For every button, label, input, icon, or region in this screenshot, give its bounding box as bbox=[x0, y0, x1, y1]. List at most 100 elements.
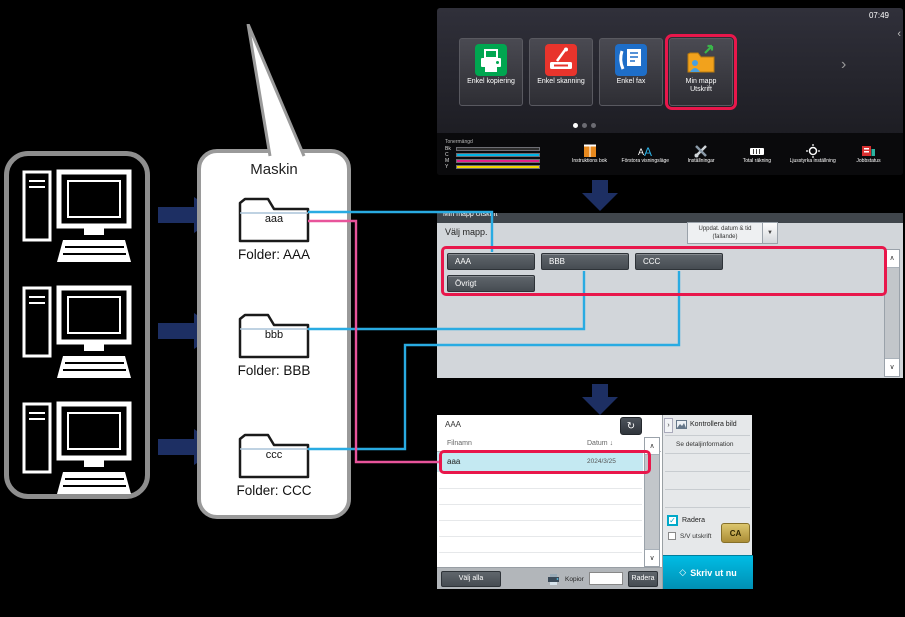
scroll-up-button[interactable]: ∧ bbox=[885, 250, 899, 268]
collapse-arrow-icon[interactable]: ‹ bbox=[897, 28, 901, 40]
titlebar-text: Min mapp Utskrift bbox=[443, 213, 498, 218]
folder-print-icon bbox=[687, 44, 715, 73]
panel-divider bbox=[665, 435, 750, 436]
row-separator bbox=[439, 488, 642, 489]
folder-icon-label: bbb bbox=[264, 329, 284, 341]
folder-button-aaa[interactable]: AAA bbox=[447, 253, 535, 270]
settings-tools-icon bbox=[694, 145, 707, 158]
quick-installningar[interactable]: Inställningar bbox=[675, 143, 728, 165]
print-icon: ◇ bbox=[679, 567, 687, 577]
select-all-button[interactable]: Välj alla bbox=[441, 571, 501, 587]
tile-label: Enkel kopiering bbox=[467, 78, 515, 85]
bw-print-checkbox[interactable]: S/V utskrift bbox=[668, 532, 711, 540]
tile-enkel-fax[interactable]: Enkel fax bbox=[599, 38, 663, 106]
computer-icon bbox=[21, 400, 133, 500]
row-separator bbox=[439, 536, 642, 537]
tile-min-mapp-utskrift[interactable]: Min mapp Utskrift bbox=[665, 34, 737, 110]
folder-button-bbb[interactable]: BBB bbox=[541, 253, 629, 270]
computer-icon bbox=[21, 168, 133, 268]
toner-name: C bbox=[445, 151, 449, 158]
chevron-down-icon[interactable]: ▼ bbox=[763, 222, 778, 244]
folder-button-ccc[interactable]: CCC bbox=[635, 253, 723, 270]
toner-bar-y bbox=[456, 164, 540, 169]
annotation-box-file-row bbox=[439, 450, 651, 474]
folder-icon-label: aaa bbox=[264, 213, 284, 225]
folder-icon: aaa bbox=[236, 189, 312, 245]
print-now-button[interactable]: ◇ Skriv ut nu bbox=[663, 555, 753, 589]
fax-icon bbox=[615, 44, 647, 76]
machine-bubble: Maskin aaa Folder: AAA bbb Folder: BBB c… bbox=[197, 149, 351, 519]
screen-titlebar: Min mapp Utskrift bbox=[437, 213, 903, 223]
panel-expander[interactable]: › bbox=[664, 418, 673, 433]
folder-caption: Folder: CCC bbox=[236, 483, 312, 498]
printer-icon bbox=[548, 574, 559, 585]
arrow-down-icon bbox=[582, 180, 618, 211]
quick-jobbstatus[interactable]: Jobbstatus bbox=[842, 143, 895, 165]
counter-icon bbox=[749, 148, 764, 156]
refresh-icon: ↻ bbox=[626, 421, 636, 432]
ca-button[interactable]: CA bbox=[721, 523, 750, 543]
folder-icon-label: ccc bbox=[265, 449, 283, 461]
folder-caption: Folder: BBB bbox=[237, 363, 311, 378]
prompt-text: Välj mapp. bbox=[445, 227, 488, 237]
sort-dropdown-value: Uppdat. datum & tid (fallande) bbox=[687, 222, 763, 244]
page-indicator-dot bbox=[573, 123, 578, 128]
checkbox-checked-icon: ✓ bbox=[667, 515, 678, 526]
quick-total-rakning[interactable]: Total räkning bbox=[730, 143, 783, 165]
file-row-aaa[interactable]: aaa 2024/3/25 bbox=[437, 452, 643, 472]
toner-bar-m bbox=[456, 158, 540, 163]
next-page-arrow-icon[interactable]: › bbox=[841, 56, 847, 73]
copies-input[interactable] bbox=[589, 572, 623, 585]
column-datum[interactable]: Datum ↓ bbox=[587, 440, 614, 447]
row-separator bbox=[439, 520, 642, 521]
toner-bar-bk bbox=[456, 146, 540, 151]
scroll-down-button[interactable]: ∨ bbox=[645, 549, 659, 566]
quick-ljusstyrka[interactable]: Ljusstyrka inställning bbox=[786, 143, 839, 165]
svg-text:A: A bbox=[638, 147, 644, 157]
toner-gauge: Tonermängd Bk C M Y bbox=[445, 139, 563, 170]
quick-instruktionsbok[interactable]: Instruktions bok bbox=[563, 143, 616, 165]
tile-enkel-kopiering[interactable]: Enkel kopiering bbox=[459, 38, 523, 106]
tile-label: Enkel skanning bbox=[537, 78, 585, 85]
clock: 07:49 bbox=[868, 11, 889, 20]
file-list-header: AAA ↻ bbox=[437, 415, 661, 437]
folder-caption: Folder: AAA bbox=[237, 247, 311, 262]
page-indicator bbox=[573, 123, 596, 128]
panel-divider bbox=[665, 489, 750, 490]
page-indicator-dot bbox=[582, 123, 587, 128]
machine-label: Maskin bbox=[250, 161, 298, 178]
tile-label: Enkel fax bbox=[616, 78, 646, 85]
page-indicator-dot bbox=[591, 123, 596, 128]
scroll-down-button[interactable]: ∨ bbox=[885, 358, 899, 376]
enlarge-text-icon: A A bbox=[638, 145, 652, 159]
row-separator bbox=[439, 552, 642, 553]
image-icon bbox=[676, 420, 687, 429]
copier-icon bbox=[475, 44, 507, 76]
scrollbar[interactable]: ∧ ∨ bbox=[884, 249, 900, 377]
toner-name: M bbox=[445, 157, 450, 164]
quick-forstora-visningslage[interactable]: A A Förstora visningsläge bbox=[621, 145, 670, 165]
toner-label: Tonermängd bbox=[445, 138, 473, 145]
speech-bubble-tail bbox=[246, 24, 306, 157]
refresh-button[interactable]: ↻ bbox=[620, 417, 642, 435]
delete-checkbox[interactable]: ✓ Radera bbox=[667, 515, 705, 526]
column-filnamn[interactable]: Filnamn bbox=[447, 440, 472, 447]
home-screen: 07:49 ‹ Enkel kopiering bbox=[437, 8, 903, 175]
current-folder-label: AAA bbox=[445, 420, 462, 429]
sort-dropdown[interactable]: Uppdat. datum & tid (fallande) ▼ bbox=[687, 222, 778, 244]
delete-button[interactable]: Radera bbox=[628, 571, 658, 587]
folder-select-screen: Min mapp Utskrift Välj mapp. Uppdat. dat… bbox=[437, 213, 903, 378]
sort-descending-icon: ↓ bbox=[609, 440, 614, 447]
action-panel: › Kontrollera bild Se detaljinformation … bbox=[662, 415, 753, 589]
details-item[interactable]: Se detaljinformation bbox=[676, 441, 734, 448]
tile-enkel-skanning[interactable]: Enkel skanning bbox=[529, 38, 593, 106]
toner-name: Y bbox=[445, 163, 449, 170]
panel-divider bbox=[665, 471, 750, 472]
brightness-icon bbox=[805, 144, 820, 159]
file-list-toolbar: Välj alla Kopior Radera bbox=[437, 567, 662, 589]
svg-text:A: A bbox=[644, 145, 652, 159]
file-list-screen: AAA ↻ Filnamn Datum ↓ aaa 2024/3/25 ∧ ∨ bbox=[437, 415, 753, 589]
panel-divider bbox=[665, 453, 750, 454]
computer-icon bbox=[21, 284, 133, 384]
check-image-item[interactable]: Kontrollera bild bbox=[676, 420, 737, 429]
